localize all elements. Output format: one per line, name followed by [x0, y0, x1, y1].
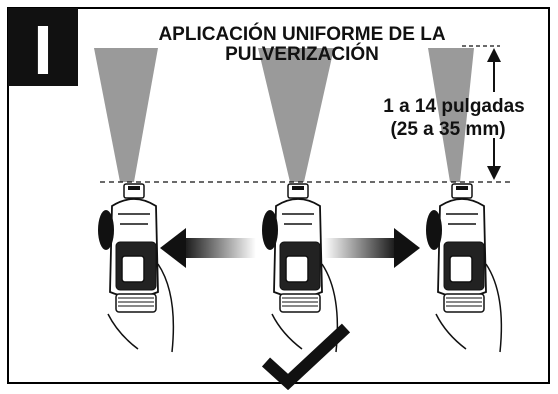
title-line-2: PULVERIZACIÓN	[225, 43, 379, 65]
spray-gun-right	[426, 183, 503, 353]
illustration-frame: I APLICACIÓN UNIFORME DE LA PULVERIZACIÓ…	[7, 7, 550, 390]
spray-gun-left	[98, 183, 175, 353]
spray-cone-right	[428, 48, 474, 182]
arrow-left-icon	[160, 228, 256, 268]
spray-gun-center	[262, 183, 339, 353]
spray-cone-center	[258, 48, 334, 182]
double-arrow-vertical-icon	[487, 48, 501, 180]
step-badge: I	[8, 8, 78, 89]
outer-border	[7, 7, 550, 384]
title-line-1: APLICACIÓN UNIFORME DE LA	[158, 23, 445, 45]
distance-label-line-2: (25 a 35 mm)	[390, 119, 505, 140]
checkmark-icon	[261, 323, 351, 390]
spray-cone-left	[94, 48, 158, 182]
distance-label-line-1: 1 a 14 pulgadas	[383, 96, 525, 117]
step-badge-label: I	[33, 11, 52, 89]
arrow-right-icon	[324, 228, 420, 268]
